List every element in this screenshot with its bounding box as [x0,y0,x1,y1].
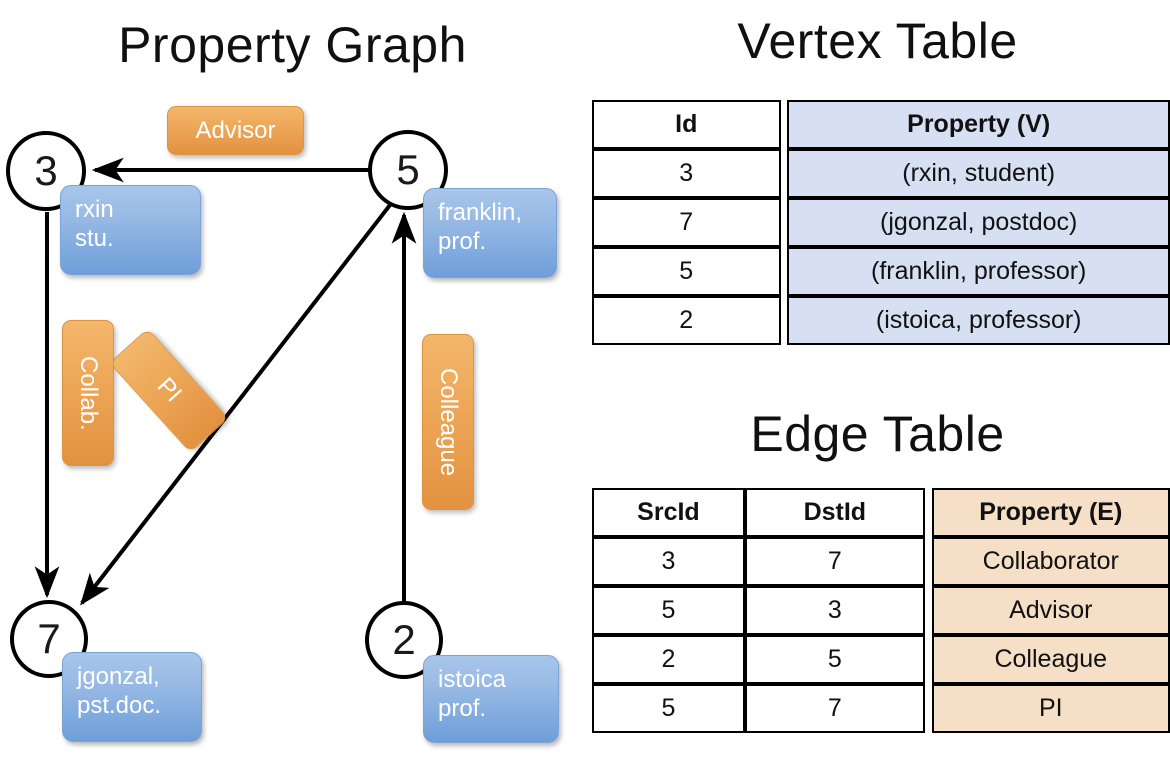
edge-cell-property: Collaborator [931,537,1170,586]
table-row[interactable]: 3 7 Collaborator [592,537,1170,586]
edge-table: SrcId DstId Property (E) 3 7 Collaborato… [592,488,1170,733]
edge-label-text: Collab. [75,355,102,431]
node-property-line: prof. [438,695,487,723]
table-row[interactable]: 2 (istoica, professor) [592,296,1170,345]
edge-cell-dstid: 5 [744,635,925,684]
page-title-edge-table: Edge Table [750,406,1005,462]
edge-label-advisor: Advisor [167,106,304,155]
vertex-cell-id: 3 [592,149,781,198]
node-property-line: jgonzal, [77,663,160,690]
edge-cell-property: Advisor [931,586,1170,635]
vertex-cell-property: (jgonzal, postdoc) [787,198,1170,247]
edge-arrow-5-to-7 [80,203,392,606]
table-row[interactable]: 3 (rxin, student) [592,149,1170,198]
edge-cell-property: Colleague [931,635,1170,684]
vertex-cell-property: (istoica, professor) [787,296,1170,345]
graph-node-5[interactable]: 5 [368,130,448,210]
column-gap [781,149,788,198]
column-gap [781,198,788,247]
column-gap [781,296,788,345]
table-row[interactable]: 5 7 PI [592,684,1170,733]
edge-cell-srcid: 2 [592,635,745,684]
edge-cell-property: PI [931,684,1170,733]
node-property-line: pst.doc. [77,692,162,720]
edge-label-collab: Collab. [62,320,114,466]
vertex-cell-property: (rxin, student) [787,149,1170,198]
column-gap [925,684,932,733]
column-gap [925,537,932,586]
edge-cell-dstid: 3 [744,586,925,635]
vertex-col-header-property: Property (V) [787,100,1170,149]
page-title-property-graph: Property Graph [118,17,467,73]
edge-col-header-srcid: SrcId [592,488,745,537]
edge-label-text: Colleague [435,367,462,477]
edge-col-header-property: Property (E) [931,488,1170,537]
column-gap [781,100,788,149]
node-property-line: rxin [75,196,114,223]
node-property-line: franklin, [438,199,523,226]
page-title-vertex-table: Vertex Table [737,13,1018,69]
table-header-row: Id Property (V) [592,100,1170,149]
vertex-cell-id: 2 [592,296,781,345]
edge-cell-srcid: 3 [592,537,745,586]
edge-cell-srcid: 5 [592,586,745,635]
node-property-line: istoica [438,666,507,693]
node-property-box-istoica: istoica prof. [423,655,559,743]
table-row[interactable]: 5 3 Advisor [592,586,1170,635]
table-header-row: SrcId DstId Property (E) [592,488,1170,537]
edge-cell-dstid: 7 [744,537,925,586]
node-property-box-jgonzal: jgonzal, pst.doc. [62,652,202,742]
property-graph-diagram: 3 5 7 2 rxin stu. franklin, prof. jgonza… [6,106,559,743]
edge-label-colleague: Colleague [422,334,474,510]
graph-node-2[interactable]: 2 [365,601,443,679]
edge-cell-dstid: 7 [744,684,925,733]
vertex-cell-id: 5 [592,247,781,296]
table-row[interactable]: 5 (franklin, professor) [592,247,1170,296]
node-property-line: stu. [75,225,114,253]
vertex-table: Id Property (V) 3 (rxin, student) 7 (jgo… [592,100,1170,345]
column-gap [925,586,932,635]
node-property-box-rxin: rxin stu. [60,185,201,275]
edge-col-header-dstid: DstId [744,488,925,537]
edge-label-text: PI [151,372,187,408]
graph-edge-arrows [34,157,417,606]
column-gap [781,247,788,296]
column-gap [925,635,932,684]
table-row[interactable]: 2 5 Colleague [592,635,1170,684]
edge-cell-srcid: 5 [592,684,745,733]
table-row[interactable]: 7 (jgonzal, postdoc) [592,198,1170,247]
node-property-box-franklin: franklin, prof. [423,188,557,278]
column-gap [925,488,932,537]
vertex-col-header-id: Id [592,100,781,149]
vertex-cell-id: 7 [592,198,781,247]
node-property-line: prof. [438,228,487,256]
vertex-cell-property: (franklin, professor) [787,247,1170,296]
